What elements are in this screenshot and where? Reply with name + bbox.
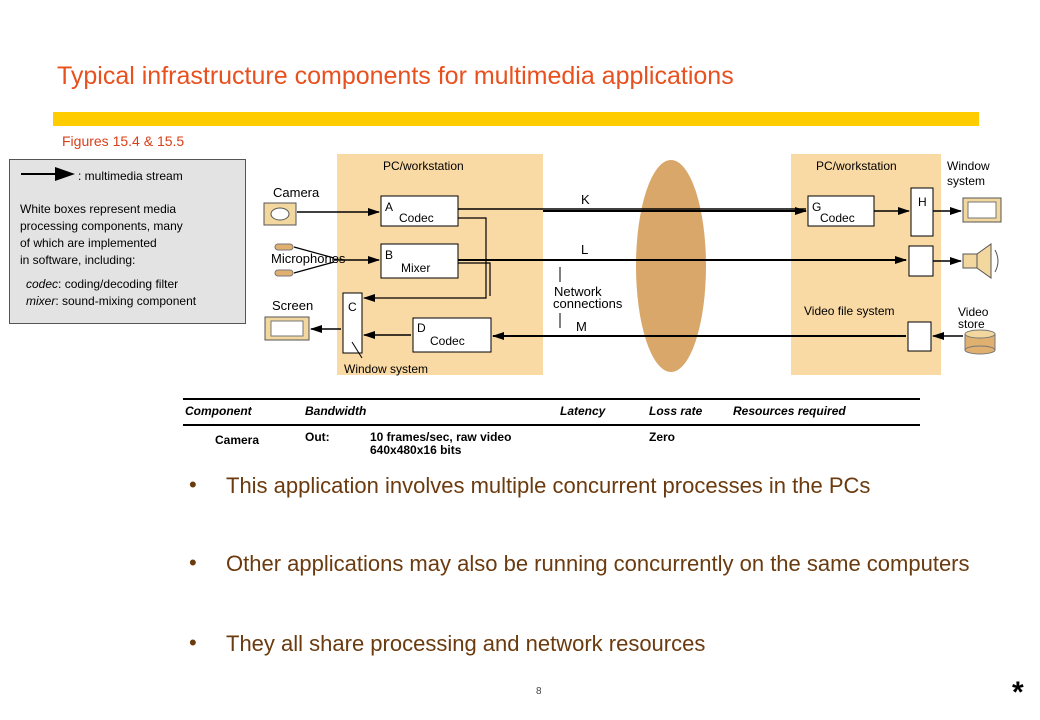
corner-star-mark: * [1012,676,1024,709]
speaker-icon [962,243,999,279]
page-number: 8 [536,686,542,697]
network-label-1: Network [554,284,602,299]
box-a-letter: A [385,200,393,214]
table-cell-direction: Out: [305,430,330,444]
legend-box: : multimedia stream White boxes represen… [9,159,246,324]
table-rule-mid [183,424,920,426]
stream-l-label: L [581,242,588,257]
legend-mixer-def: mixer: sound-mixing component [26,294,196,308]
legend-arrow-label: : multimedia stream [78,169,183,183]
video-store-icon [964,329,996,355]
table-header-latency: Latency [560,404,606,418]
bullet-marker-3: • [189,630,197,655]
legend-line-4: in software, including: [20,253,136,267]
stream-arrow-line [21,173,71,175]
mixer-box-b [380,243,459,279]
left-pc-label: PC/workstation [383,159,464,173]
mic-line-2 [293,261,335,274]
window-box-h [910,187,934,237]
codec-box-d [412,317,492,353]
table-header-component: Component [185,404,252,418]
legend-line-3: of which are implemented [20,236,157,250]
table-cell-bandwidth-1: 10 frames/sec, raw video [370,430,512,444]
video-file-system-label: Video file system [804,304,895,318]
box-b-letter: B [385,248,393,262]
legend-codec-desc: : coding/decoding filter [58,277,179,291]
microphone-icon [274,243,294,277]
video-file-box [907,321,932,352]
legend-mixer-term: mixer [26,294,56,308]
stream-k-label: K [581,192,590,207]
box-d-name: Codec [430,334,465,348]
stream-m-label: M [576,319,587,334]
camera-label: Camera [273,185,320,200]
table-cell-bandwidth-2: 640x480x16 bits [370,443,462,457]
box-a-name: Codec [399,211,434,225]
table-header-bandwidth: Bandwidth [305,404,367,418]
bullet-text-2: Other applications may also be running c… [226,551,970,576]
legend-line-1: White boxes represent media [20,202,177,216]
window-system-left-label: Window system [344,362,428,376]
bullet-text-3: They all share processing and network re… [226,631,706,656]
codec-box-g [807,195,875,227]
window-system-pointer [351,341,363,359]
table-header-resources: Resources required [733,404,846,418]
window-box-c [342,292,363,354]
title-underline-bar [53,112,979,126]
legend-codec-term: codec [26,277,59,291]
microphones-label: Microphones [271,251,346,266]
legend-codec-def: codec: coding/decoding filter [26,277,178,291]
stream-arrowhead-icon [55,167,75,181]
table-cell-loss-rate: Zero [649,430,676,444]
codec-box-a [380,195,459,227]
screen-label: Screen [272,298,313,313]
codec-a-loopback-arrow [363,217,487,302]
bullet-marker-1: • [189,472,197,497]
bullet-text-1: This application involves multiple concu… [226,473,871,498]
network-label-2: connections [553,296,623,311]
mixer-loopback-line [458,262,491,296]
box-d-letter: D [417,321,426,335]
bullet-marker-2: • [189,550,197,575]
audio-output-box [908,245,934,277]
window-system-right-2: system [947,174,985,188]
video-store-label-2: store [958,317,985,331]
figure-reference: Figures 15.4 & 15.5 [62,133,185,149]
monitor-icon [962,197,1002,223]
window-system-right-1: Window [947,159,990,173]
legend-line-2: processing components, many [20,219,183,233]
camera-icon [263,202,297,226]
video-store-label-1: Video [958,305,989,319]
screen-icon [264,316,310,341]
table-cell-component: Camera [215,433,260,447]
table-header-loss-rate: Loss rate [649,404,703,418]
box-c-letter: C [348,300,357,314]
mic-line-1 [293,246,335,259]
table-rule-top [183,398,920,400]
box-g-letter: G [812,200,821,214]
box-h-letter: H [918,195,927,209]
network-cloud [636,160,706,372]
box-b-name: Mixer [401,261,430,275]
box-g-name: Codec [820,211,855,225]
right-pc-label: PC/workstation [816,159,897,173]
slide-title: Typical infrastructure components for mu… [57,62,734,90]
legend-mixer-desc: : sound-mixing component [55,294,197,308]
